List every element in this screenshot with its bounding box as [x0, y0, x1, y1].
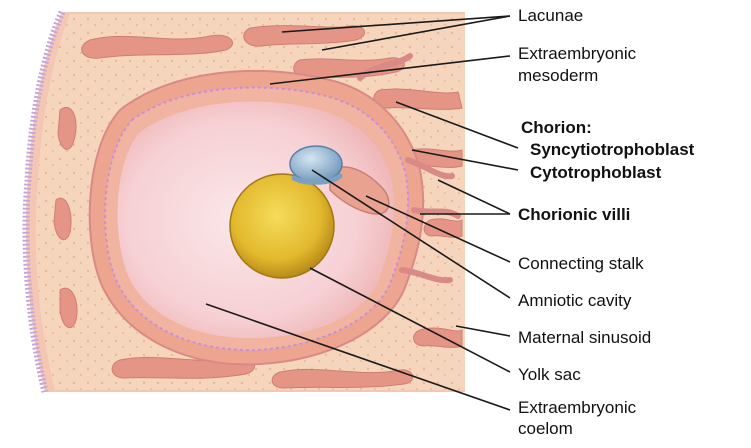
- label-yolk-sac: Yolk sac: [518, 365, 581, 385]
- label-lacunae: Lacunae: [518, 6, 583, 26]
- label-syncytiotrophoblast: Syncytiotrophoblast: [530, 140, 694, 160]
- label-extraembryonic-coelom-line2: coelom: [518, 419, 573, 439]
- label-extraembryonic-coelom-line1: Extraembryonic: [518, 398, 636, 418]
- label-connecting-stalk: Connecting stalk: [518, 254, 644, 274]
- label-chorion-heading: Chorion:: [521, 118, 592, 138]
- label-extraembryonic-mesoderm-line1: Extraembryonic: [518, 44, 636, 64]
- label-chorionic-villi: Chorionic villi: [518, 205, 630, 225]
- label-amniotic-cavity: Amniotic cavity: [518, 291, 631, 311]
- label-cytotrophoblast: Cytotrophoblast: [530, 163, 661, 183]
- yolk-sac: [230, 174, 334, 278]
- label-maternal-sinusoid: Maternal sinusoid: [518, 328, 651, 348]
- label-extraembryonic-mesoderm-line2: mesoderm: [518, 66, 598, 86]
